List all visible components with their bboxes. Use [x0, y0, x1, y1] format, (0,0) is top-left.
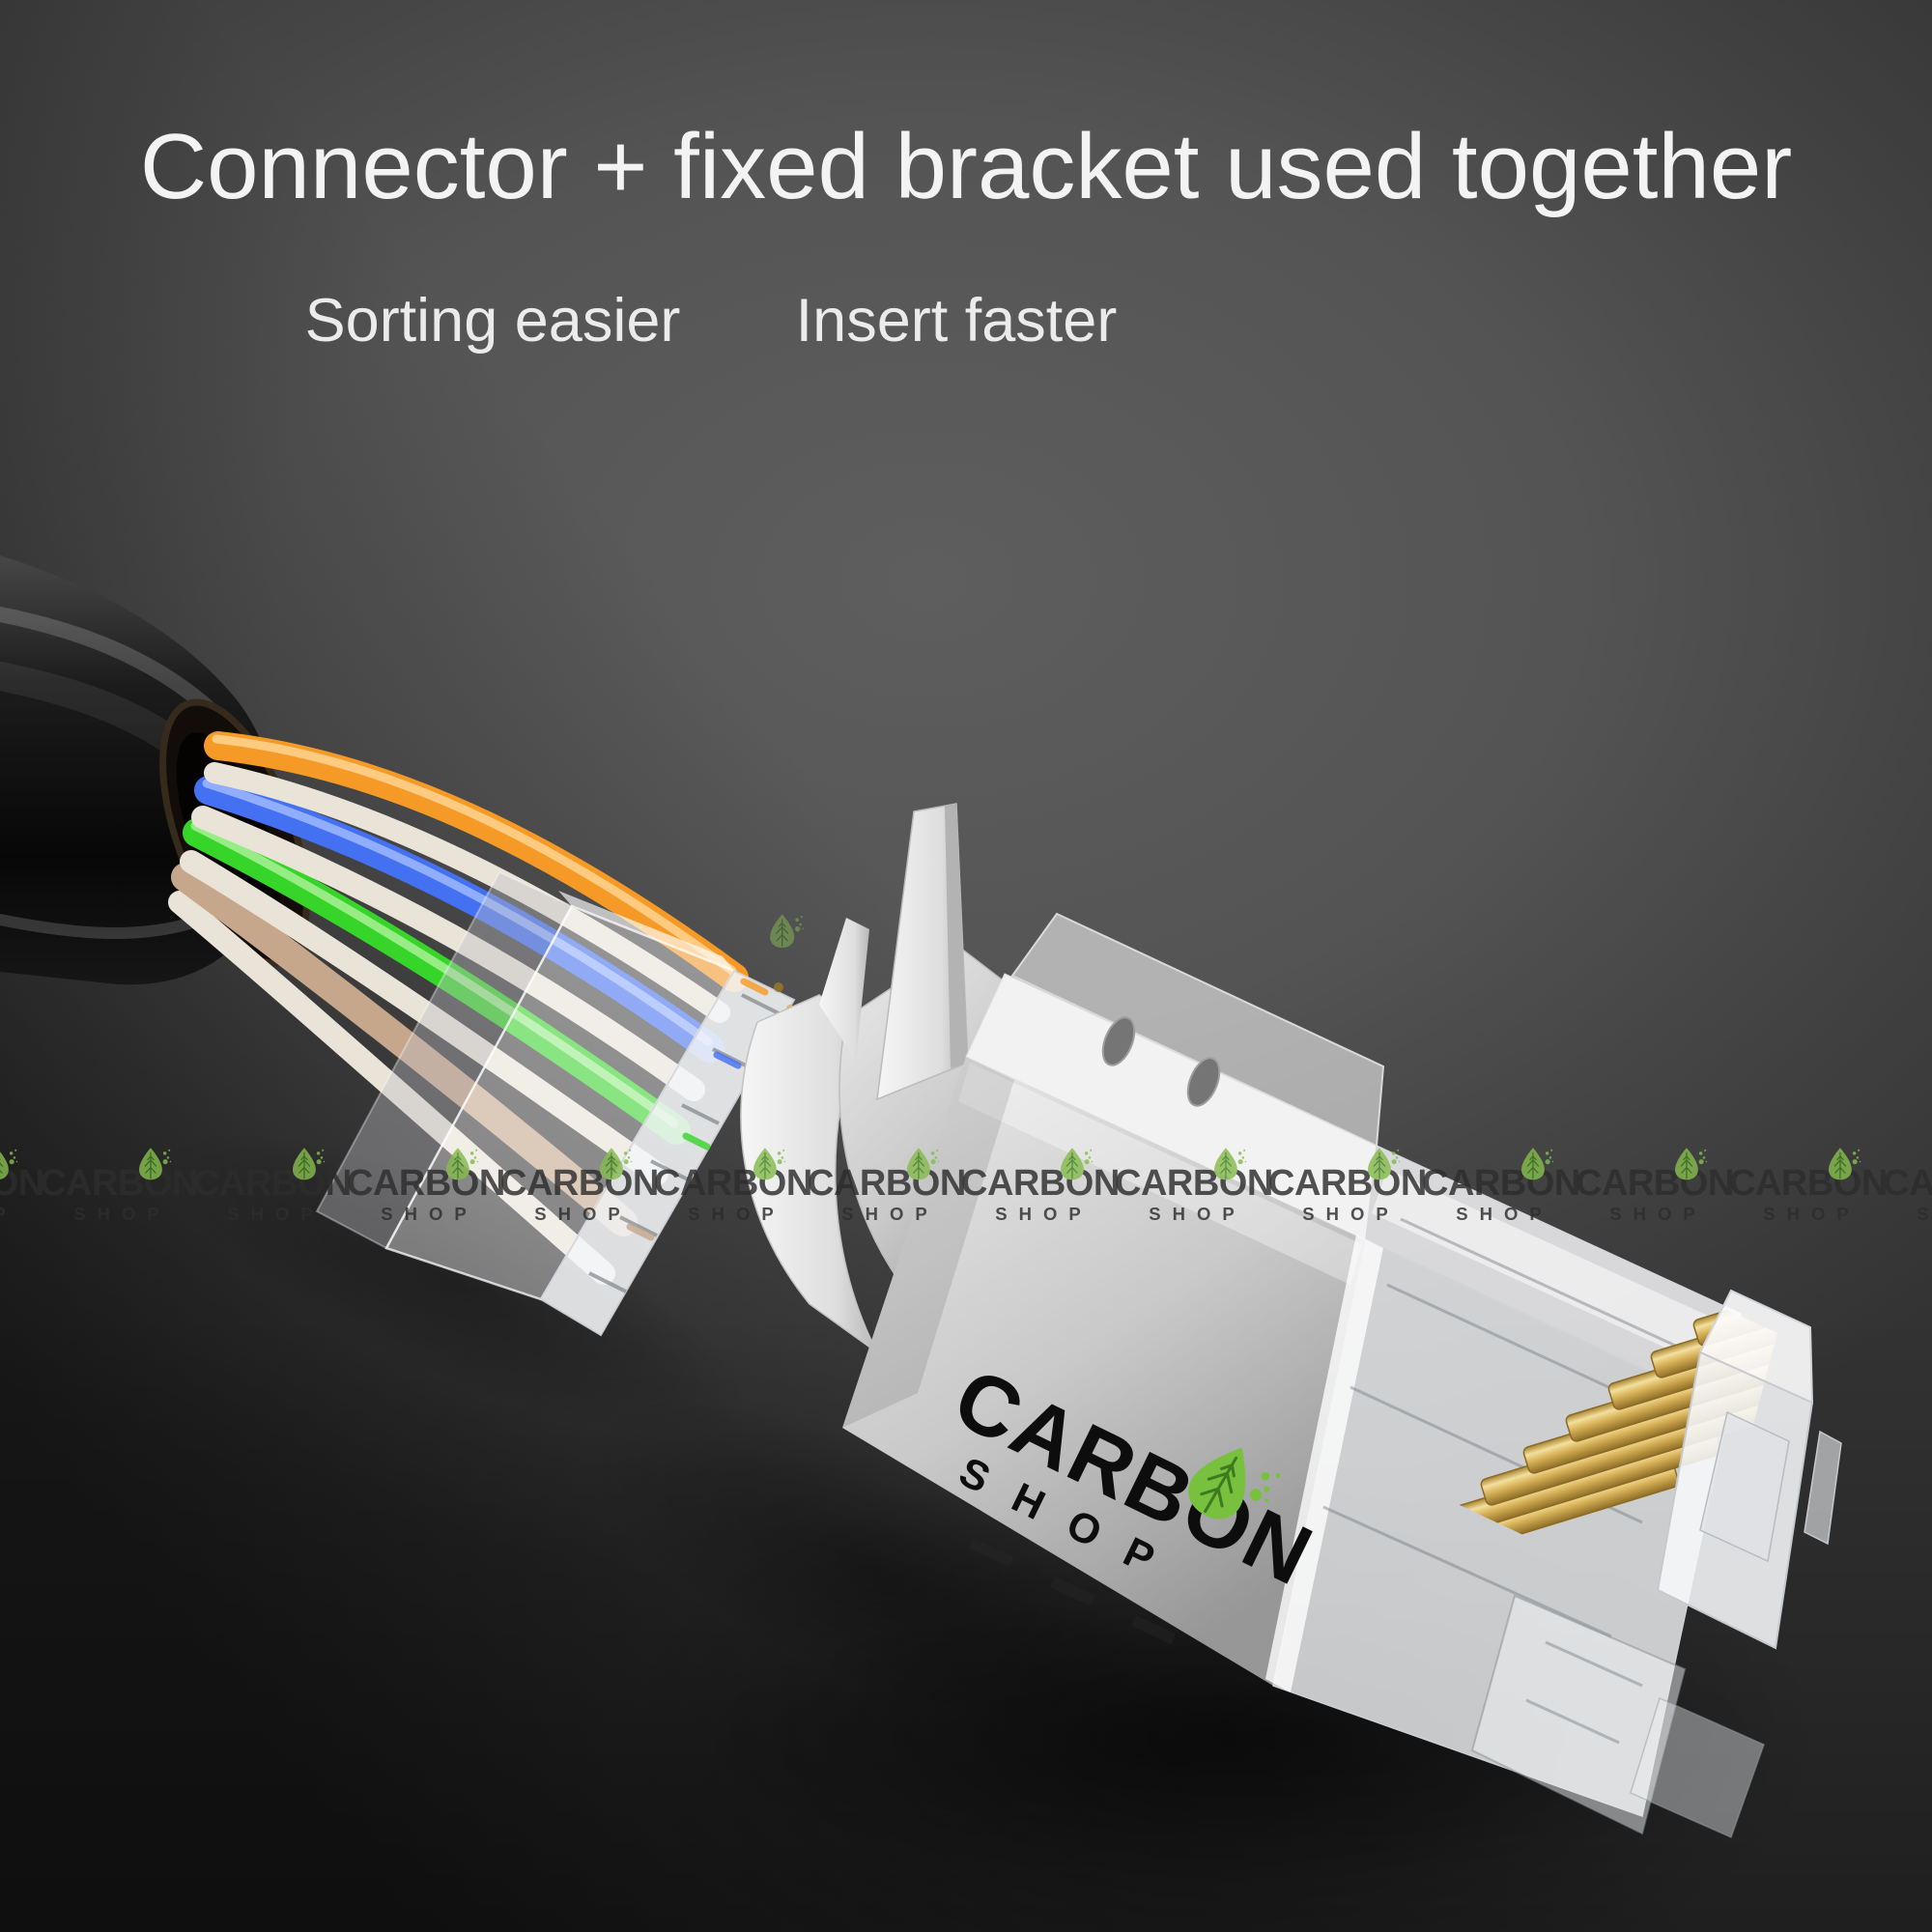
fixed-bracket	[315, 870, 796, 1337]
leaf-watermark-artifact	[769, 913, 805, 949]
subtitle-insert: Insert faster	[795, 287, 1118, 355]
subtitle-sorting: Sorting easier	[304, 287, 681, 355]
wire-pairs	[168, 731, 749, 1285]
shield-holes	[1101, 1016, 1221, 1107]
headline: Connector + fixed bracket used together	[139, 115, 1793, 218]
crystal-head	[1656, 1289, 1842, 1650]
latch-tail	[1470, 1594, 1765, 1839]
